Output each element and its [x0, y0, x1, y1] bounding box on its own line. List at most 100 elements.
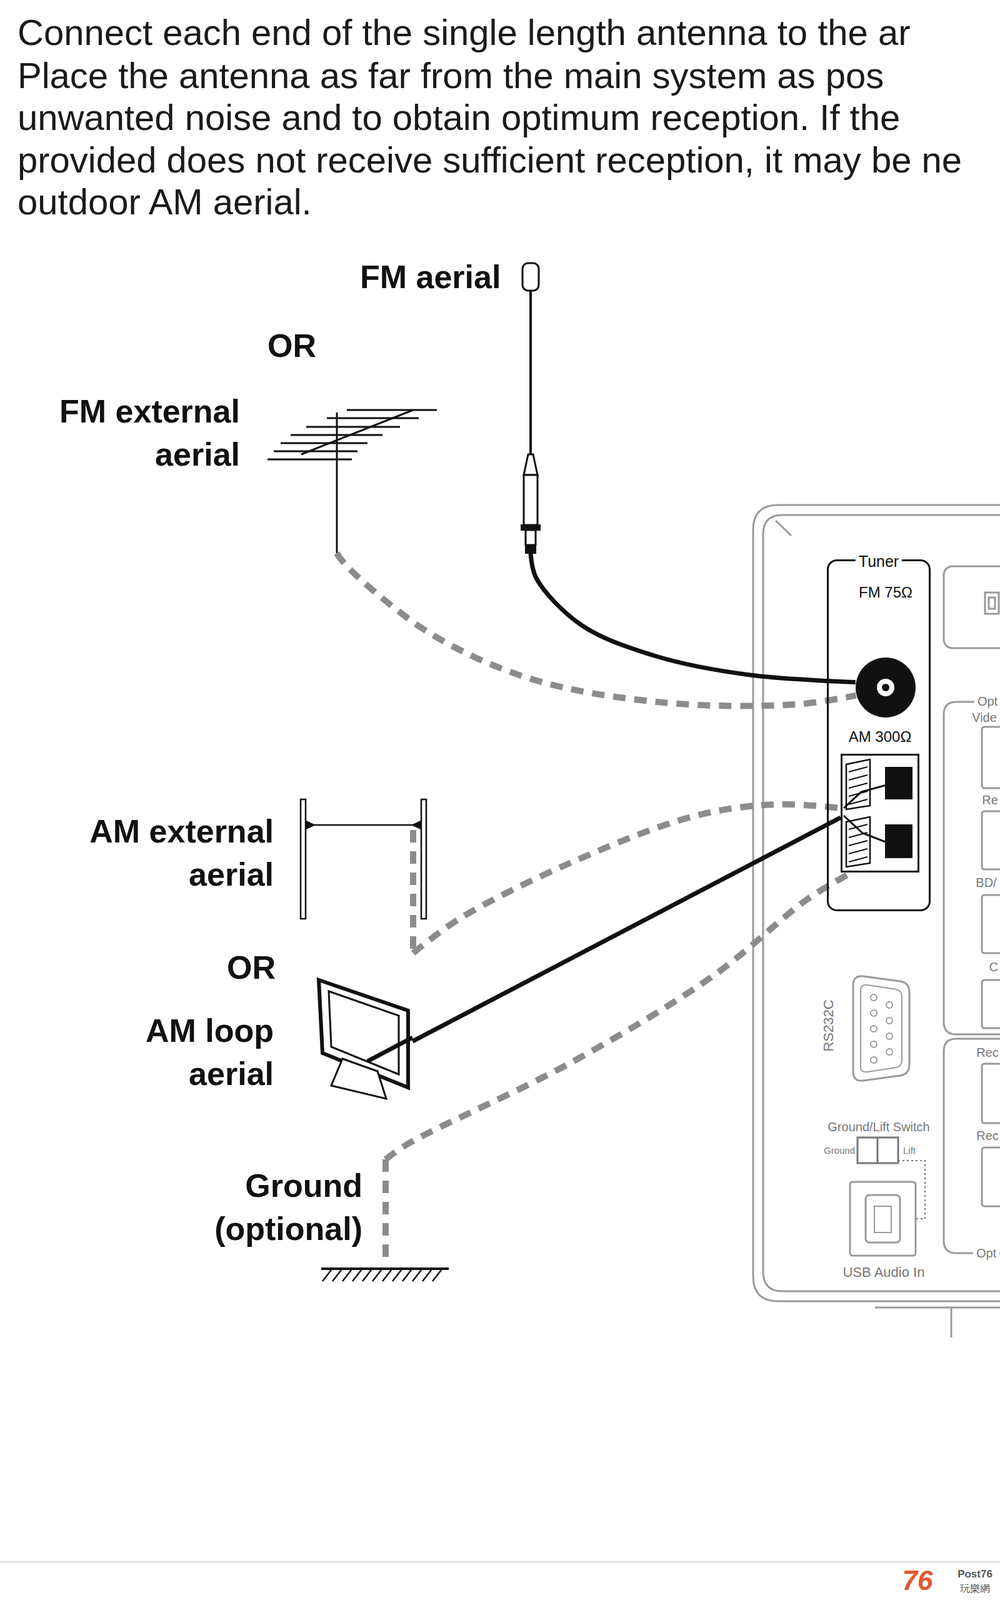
fm-socket: FM 75Ω [855, 656, 917, 719]
aerial-caption-box: AM external aerial [37, 790, 432, 954]
yagi-mast [336, 412, 339, 554]
serial-port [853, 976, 910, 1081]
terminal-hatch [848, 766, 868, 805]
port-label: Rec [976, 1128, 999, 1144]
connector-icon [985, 592, 999, 614]
socket-box [981, 895, 1000, 954]
plug-tip [525, 530, 536, 545]
node-text: AM loop aerial [61, 1009, 274, 1096]
serial-pin [870, 1010, 877, 1017]
instruction-line: provided does not receive sufficient rec… [17, 138, 962, 182]
loop-frame-inner [328, 991, 399, 1075]
ground-line [321, 1267, 449, 1270]
aerial-cable [412, 817, 841, 1042]
plug-end [525, 545, 536, 554]
aerial-pole [421, 799, 427, 919]
plug-body [523, 475, 538, 525]
watermark: 76 [902, 1563, 934, 1598]
usb-socket [865, 1195, 900, 1243]
port-label: Re [981, 792, 999, 809]
fm-wire-aerial [521, 263, 540, 554]
am-loop-aerial [318, 980, 413, 1099]
port-label: Rec [976, 1045, 999, 1061]
panel-inner-outline [763, 515, 1000, 1292]
socket-body [855, 657, 916, 718]
port-label: RS232C [820, 999, 838, 1052]
serial-pin [870, 1056, 877, 1064]
socket-shape [855, 656, 917, 719]
footer-rule [0, 1561, 1000, 1564]
aerial-pole [300, 799, 306, 919]
socket-box [981, 726, 1000, 789]
instruction-line: outdoor AM aerial. [17, 180, 312, 224]
node-text: FM external aerial [27, 390, 240, 477]
terminal-hole [885, 766, 913, 800]
aerial-tip [522, 263, 539, 291]
node-text: FM aerial [360, 255, 501, 299]
connector-group-outline [943, 1038, 1000, 1254]
serial-port-inner [860, 985, 902, 1073]
aerial-caption-box: FM aerial [356, 253, 550, 554]
aerial-cable [336, 553, 857, 707]
serial-pin [886, 1001, 893, 1009]
aerial-caption-box: FM external aerial [25, 387, 441, 554]
serial-pin [886, 1017, 893, 1024]
downlead-dashed [410, 830, 417, 954]
terminal-wire [843, 784, 889, 844]
socket-box [981, 811, 1000, 870]
switch-position: Lift [903, 1144, 916, 1157]
dotted-guide [898, 1160, 925, 1219]
watermark: 玩樂網 [960, 1582, 990, 1595]
socket-ring [876, 678, 895, 697]
node-text: FM 75Ω [858, 583, 913, 602]
insulator [305, 820, 422, 830]
aerial-cable [385, 872, 852, 1160]
port-label: Vide [971, 710, 997, 726]
yagi-boom [301, 410, 414, 455]
switch-position: Ground [823, 1144, 855, 1157]
switch-divider [876, 1137, 879, 1164]
or-word: OR [267, 325, 317, 367]
ground-lift-switch [857, 1137, 899, 1164]
node-text: AM external aerial [61, 810, 274, 897]
loop-stand [331, 1058, 387, 1099]
node-text: Ground (optional) [150, 1164, 363, 1251]
port-label: C [989, 959, 999, 975]
terminal-lever [846, 816, 870, 867]
port-label: Opt [974, 693, 1000, 710]
panel-outline [753, 505, 1000, 1302]
serial-pin [886, 1048, 893, 1055]
node-text: Tuner [855, 551, 902, 571]
loop-cable-start [367, 1037, 413, 1062]
panel-base-line [875, 1307, 1000, 1338]
socket-box [981, 1147, 1000, 1207]
serial-pin [870, 1041, 877, 1048]
socket-pin [881, 683, 890, 692]
plug-taper [523, 454, 538, 475]
am-terminal: AM 300Ω [840, 753, 920, 873]
port-label: USB Audio In [843, 1263, 925, 1282]
or-word: OR [226, 947, 276, 989]
terminal-shape [842, 755, 918, 871]
serial-pin [870, 1025, 877, 1032]
aerial-caption-box: AM loop aerial [50, 975, 413, 1099]
aerial-span-wire [305, 824, 422, 827]
usb-box [850, 1181, 916, 1256]
socket-box [981, 1063, 1000, 1124]
watermark: Post76 [957, 1567, 993, 1581]
serial-pins [870, 994, 893, 1064]
aerial-cable [530, 553, 856, 682]
tuner-panel: TunerFM 75ΩAM 300Ω [826, 559, 931, 912]
port-label: Opt [973, 1245, 1000, 1262]
serial-pin [870, 994, 877, 1001]
usb-socket-inner [874, 1206, 892, 1233]
am-wire-aerial [300, 799, 427, 954]
fm-yagi-aerial [267, 410, 437, 554]
ground-dashed-lead [382, 1159, 389, 1265]
switch-label: Ground/Lift Switch [827, 1119, 930, 1135]
serial-pin [886, 1033, 893, 1040]
connector-box [943, 566, 1000, 649]
yagi-elements [267, 410, 437, 460]
